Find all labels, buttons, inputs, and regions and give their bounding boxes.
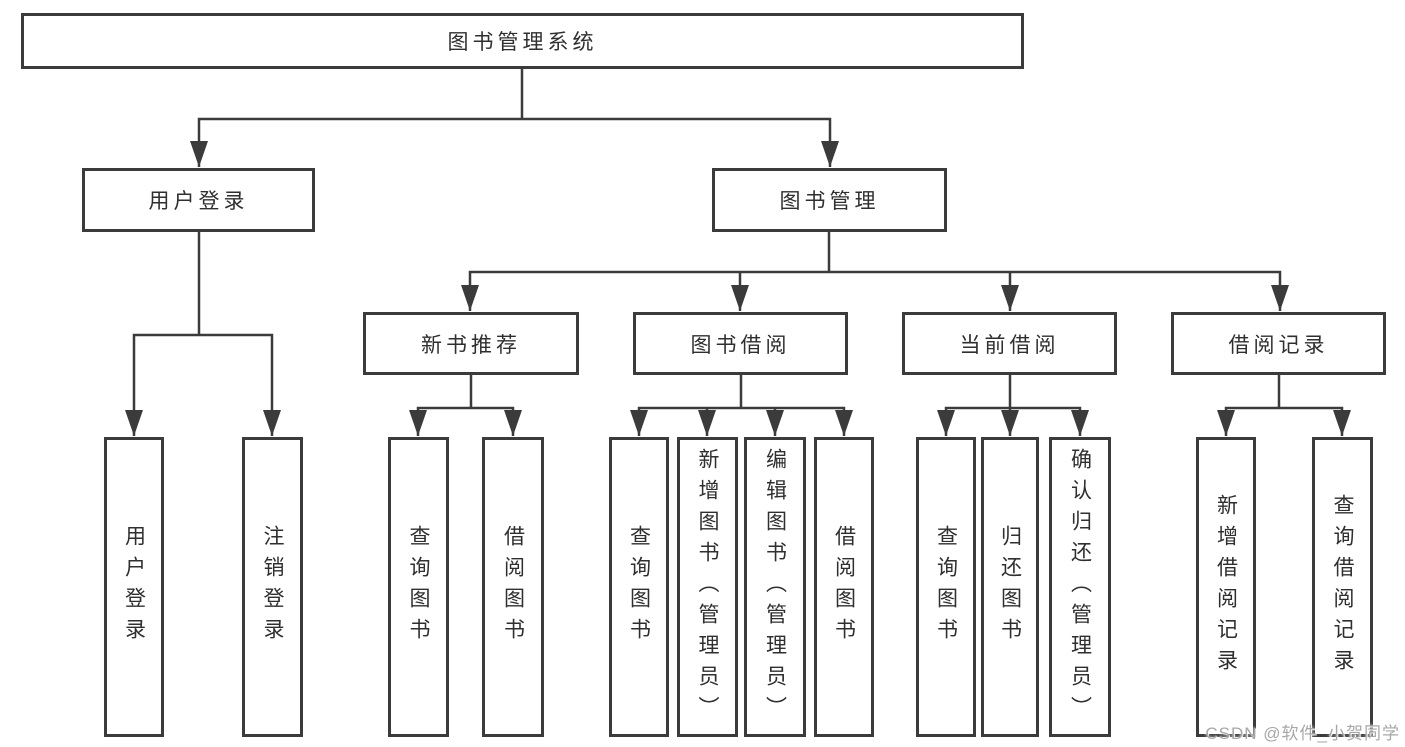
leaf-query-borrowing-record: 查询借阅记录 xyxy=(1312,437,1373,737)
leaf-label: 新增借阅记录 xyxy=(1214,494,1238,680)
leaf-query-books-under-borrowing: 查询图书 xyxy=(609,437,669,737)
node-new-book-recommendation: 新书推荐 xyxy=(363,312,579,375)
node-label: 借阅记录 xyxy=(1228,333,1329,357)
leaf-label: 借阅图书 xyxy=(832,525,856,649)
leaf-label: 新增图书（管理员） xyxy=(696,447,720,727)
csdn-watermark: CSDN @软件_小贺同学 xyxy=(1205,724,1400,743)
node-book-management: 图书管理 xyxy=(712,168,947,232)
node-label: 图书管理 xyxy=(779,190,880,213)
leaf-label: 借阅图书 xyxy=(501,525,525,649)
leaf-add-borrowing-record: 新增借阅记录 xyxy=(1196,437,1256,737)
leaf-label: 编辑图书（管理员） xyxy=(763,447,787,727)
node-current-borrowing: 当前借阅 xyxy=(902,312,1117,375)
node-label: 用户登录 xyxy=(148,190,249,213)
leaf-user-login: 用户登录 xyxy=(104,437,164,737)
node-label: 当前借阅 xyxy=(959,333,1060,357)
node-borrowing-record: 借阅记录 xyxy=(1171,312,1386,375)
node-label: 新书推荐 xyxy=(421,333,521,357)
leaf-label: 查询借阅记录 xyxy=(1331,494,1355,680)
leaf-label: 确认归还（管理员） xyxy=(1068,447,1092,727)
leaf-logout: 注销登录 xyxy=(242,437,303,737)
leaf-query-books-under-current: 查询图书 xyxy=(916,437,976,737)
node-book-borrowing: 图书借阅 xyxy=(633,312,848,375)
leaf-borrow-books: 借阅图书 xyxy=(814,437,874,737)
leaf-confirm-return-admin: 确认归还（管理员） xyxy=(1049,437,1111,737)
leaf-return-books: 归还图书 xyxy=(981,437,1039,737)
leaf-label: 查询图书 xyxy=(627,525,651,649)
node-label: 图书借阅 xyxy=(690,333,791,357)
node-label: 图书管理系统 xyxy=(447,31,598,54)
leaf-label: 查询图书 xyxy=(407,525,431,649)
leaf-label: 查询图书 xyxy=(934,525,958,649)
leaf-query-books-under-recommendation: 查询图书 xyxy=(388,437,449,737)
leaf-borrow-books-under-recommendation: 借阅图书 xyxy=(482,437,544,737)
leaf-label: 归还图书 xyxy=(998,525,1022,649)
leaf-label: 注销登录 xyxy=(261,525,285,649)
node-library-management-system: 图书管理系统 xyxy=(21,13,1024,69)
leaf-add-books-admin: 新增图书（管理员） xyxy=(677,437,738,737)
leaf-edit-books-admin: 编辑图书（管理员） xyxy=(744,437,806,737)
leaf-label: 用户登录 xyxy=(122,525,146,649)
node-user-login: 用户登录 xyxy=(82,168,315,232)
